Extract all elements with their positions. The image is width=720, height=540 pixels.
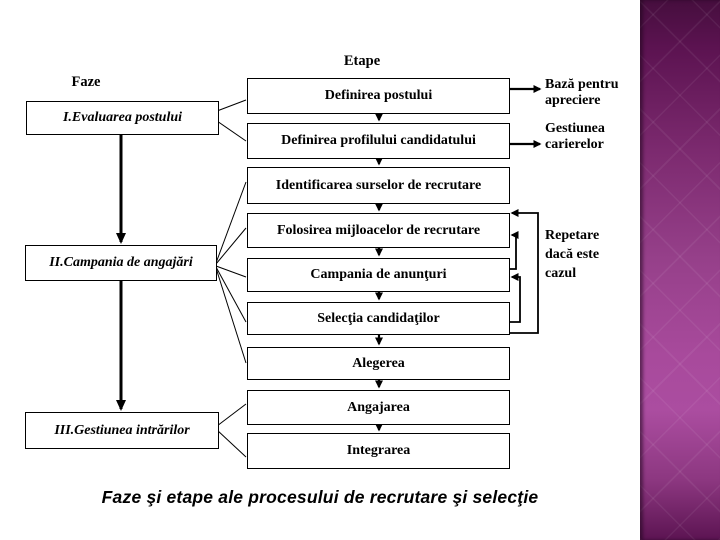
stage-box-selectia-candidatilor: Selecţia candidaţilor bbox=[247, 302, 510, 335]
phases-column-heading: Faze bbox=[71, 74, 101, 90]
phase-box-campania-de-angajari: II.Campania de angajări bbox=[25, 245, 217, 281]
phase-box-gestiunea-intrarilor: III.Gestiunea intrărilor bbox=[25, 412, 219, 449]
note-baza-pentru-apreciere: Bază pentru apreciere bbox=[545, 77, 619, 108]
note-gestiunea-carierelor: Gestiunea carierelor bbox=[545, 121, 605, 152]
feedback-loops bbox=[506, 209, 539, 334]
phase-stage-links bbox=[215, 99, 247, 458]
stage-box-folosirea-mijloacelor: Folosirea mijloacelor de recrutare bbox=[247, 213, 510, 248]
stage-box-alegerea: Alegerea bbox=[247, 347, 510, 380]
stage-box-identificarea-surselor: Identificarea surselor de recrutare bbox=[247, 167, 510, 204]
stage-box-definirea-postului: Definirea postului bbox=[247, 78, 510, 114]
note-repetare-daca-este-cazul: Repetare dacă este cazul bbox=[545, 228, 600, 281]
stage-box-integrarea: Integrarea bbox=[247, 433, 510, 469]
stage-box-campania-de-anunturi: Campania de anunţuri bbox=[247, 258, 510, 292]
annotation-arrows bbox=[508, 85, 542, 148]
stage-box-definirea-profilului: Definirea profilului candidatului bbox=[247, 123, 510, 159]
stage-box-angajarea: Angajarea bbox=[247, 390, 510, 425]
decor-gradient-sidebar bbox=[640, 0, 720, 540]
slide-caption: Faze şi etape ale procesului de recrutar… bbox=[101, 487, 539, 507]
stages-column-heading: Etape bbox=[343, 53, 381, 69]
phase-box-evaluarea-postului: I.Evaluarea postului bbox=[26, 101, 219, 135]
